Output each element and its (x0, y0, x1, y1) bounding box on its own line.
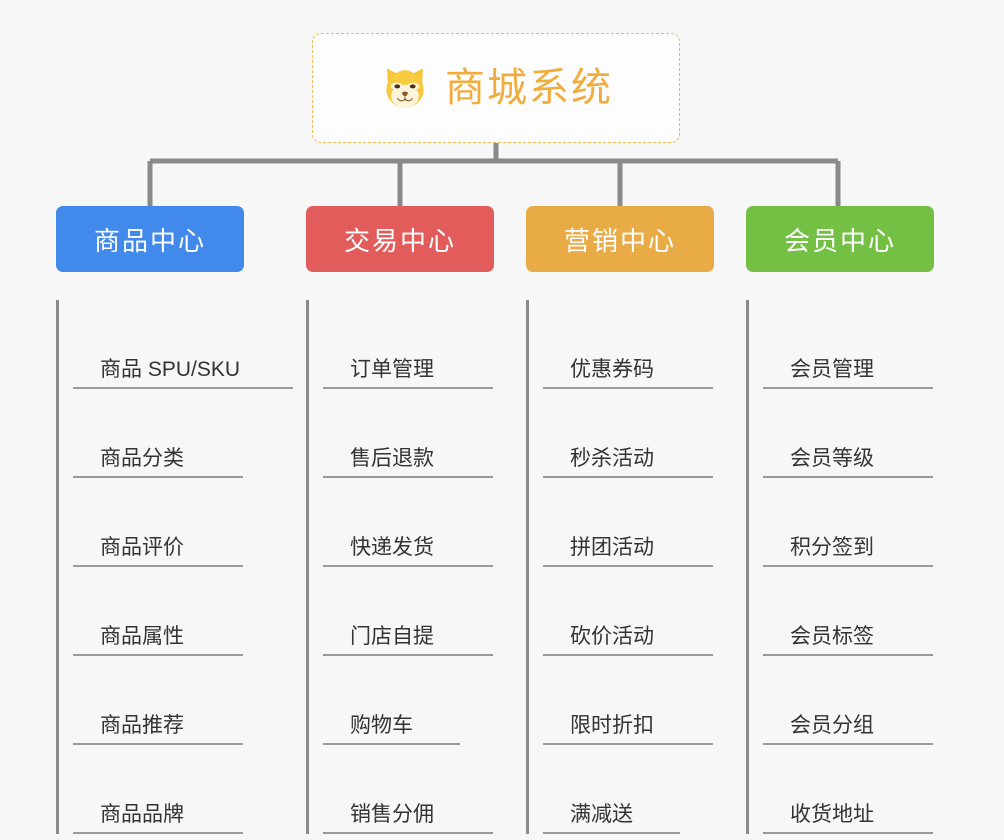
list-item[interactable]: 商品 SPU/SKU (73, 300, 296, 389)
leaf-list-marketing: 优惠券码 秒杀活动 拼团活动 砍价活动 限时折扣 满减送 (526, 300, 766, 834)
leaf-label: 会员分组 (790, 713, 874, 737)
list-item[interactable]: 订单管理 (323, 300, 546, 389)
category-header-trade[interactable]: 交易中心 (306, 206, 494, 272)
list-item[interactable]: 限时折扣 (543, 656, 766, 745)
list-item[interactable]: 售后退款 (323, 389, 546, 478)
list-item[interactable]: 会员管理 (763, 300, 986, 389)
category-header-product[interactable]: 商品中心 (56, 206, 244, 272)
leaf-label: 会员标签 (790, 624, 874, 648)
list-item[interactable]: 收货地址 (763, 745, 986, 834)
list-item[interactable]: 积分签到 (763, 478, 986, 567)
leaf-label: 购物车 (350, 713, 413, 737)
leaf-label: 销售分佣 (350, 802, 434, 826)
leaf-label: 限时折扣 (570, 713, 654, 737)
category-column-trade: 交易中心 订单管理 售后退款 快递发货 门店自提 购物车 销售分佣 (306, 206, 546, 834)
category-column-product: 商品中心 商品 SPU/SKU 商品分类 商品评价 商品属性 商品推荐 商品品牌 (56, 206, 296, 834)
category-label: 商品中心 (93, 225, 206, 256)
list-item[interactable]: 砍价活动 (543, 567, 766, 656)
leaf-label: 商品评价 (100, 535, 184, 559)
category-label: 营销中心 (563, 225, 676, 256)
leaf-list-member: 会员管理 会员等级 积分签到 会员标签 会员分组 收货地址 (746, 300, 986, 834)
list-item[interactable]: 商品评价 (73, 478, 296, 567)
leaf-label: 积分签到 (790, 535, 874, 559)
list-item[interactable]: 秒杀活动 (543, 389, 766, 478)
list-item[interactable]: 门店自提 (323, 567, 546, 656)
list-item[interactable]: 商品分类 (73, 389, 296, 478)
page-title: 商城系统 (445, 66, 613, 110)
leaf-label: 门店自提 (350, 624, 434, 648)
list-item[interactable]: 快递发货 (323, 478, 546, 567)
leaf-label: 商品推荐 (100, 713, 184, 737)
leaf-label: 会员管理 (790, 357, 874, 381)
leaf-label: 商品品牌 (100, 802, 184, 826)
dog-face-icon (386, 68, 424, 108)
leaf-label: 满减送 (570, 802, 633, 826)
leaf-label: 秒杀活动 (570, 446, 654, 470)
category-label: 会员中心 (783, 225, 896, 256)
leaf-list-product: 商品 SPU/SKU 商品分类 商品评价 商品属性 商品推荐 商品品牌 (56, 300, 296, 834)
leaf-label: 售后退款 (350, 446, 434, 470)
category-label: 交易中心 (343, 225, 456, 256)
list-item[interactable]: 会员标签 (763, 567, 986, 656)
category-column-marketing: 营销中心 优惠券码 秒杀活动 拼团活动 砍价活动 限时折扣 满减送 (526, 206, 766, 834)
list-item[interactable]: 会员等级 (763, 389, 986, 478)
leaf-label: 砍价活动 (570, 624, 654, 648)
list-item[interactable]: 商品推荐 (73, 656, 296, 745)
list-item[interactable]: 拼团活动 (543, 478, 766, 567)
leaf-label: 商品分类 (100, 446, 184, 470)
leaf-label: 收货地址 (790, 802, 874, 826)
leaf-label: 订单管理 (350, 357, 434, 381)
list-item[interactable]: 购物车 (323, 656, 546, 745)
list-item[interactable]: 商品属性 (73, 567, 296, 656)
list-item[interactable]: 优惠券码 (543, 300, 766, 389)
leaf-label: 商品 SPU/SKU (100, 357, 241, 381)
leaf-label: 商品属性 (100, 624, 184, 648)
leaf-label: 快递发货 (350, 535, 434, 559)
leaf-label: 拼团活动 (570, 535, 654, 559)
leaf-label: 会员等级 (790, 446, 874, 470)
leaf-label: 优惠券码 (570, 357, 654, 381)
category-column-member: 会员中心 会员管理 会员等级 积分签到 会员标签 会员分组 收货地址 (746, 206, 986, 834)
category-header-member[interactable]: 会员中心 (746, 206, 934, 272)
leaf-list-trade: 订单管理 售后退款 快递发货 门店自提 购物车 销售分佣 (306, 300, 546, 834)
list-item[interactable]: 会员分组 (763, 656, 986, 745)
list-item[interactable]: 商品品牌 (73, 745, 296, 834)
list-item[interactable]: 销售分佣 (323, 745, 546, 834)
root-node[interactable]: 商城系统 (312, 33, 680, 143)
list-item[interactable]: 满减送 (543, 745, 766, 834)
category-header-marketing[interactable]: 营销中心 (526, 206, 714, 272)
